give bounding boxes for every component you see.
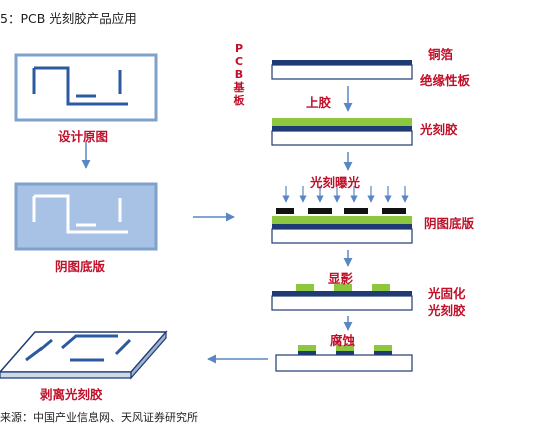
insulating-board-label: 绝缘性板 (420, 73, 471, 88)
coat-label: 上胶 (306, 95, 332, 110)
exposure-step (271, 186, 413, 244)
negative-film-label: 阴图底版 (55, 259, 106, 274)
coated-step (271, 118, 413, 146)
negative-film-box (14, 182, 158, 251)
copper-foil-label: 铜箔 (428, 47, 454, 62)
substrate-step (271, 60, 413, 80)
exposure-label: 光刻曝光 (310, 175, 361, 190)
strip-photoresist-label: 剥离光刻胶 (40, 387, 103, 402)
stripped-board (0, 330, 168, 380)
source-note: 来源：中国产业信息网、天风证券研究所 (0, 411, 198, 424)
photoresist-label: 光刻胶 (420, 122, 458, 137)
developed-step (271, 284, 413, 311)
negative-film-right-label: 阴图底版 (424, 216, 475, 231)
design-original-box (14, 53, 158, 122)
figure-title: 5：PCB 光刻胶产品应用 (0, 11, 137, 26)
etch-label: 腐蚀 (330, 333, 356, 348)
develop-label: 显影 (328, 271, 354, 286)
etched-step (275, 345, 413, 372)
design-original-label: 设计原图 (58, 129, 109, 144)
cured-label-line2: 光刻胶 (428, 303, 466, 318)
cured-label-line1: 光固化 (428, 286, 466, 301)
